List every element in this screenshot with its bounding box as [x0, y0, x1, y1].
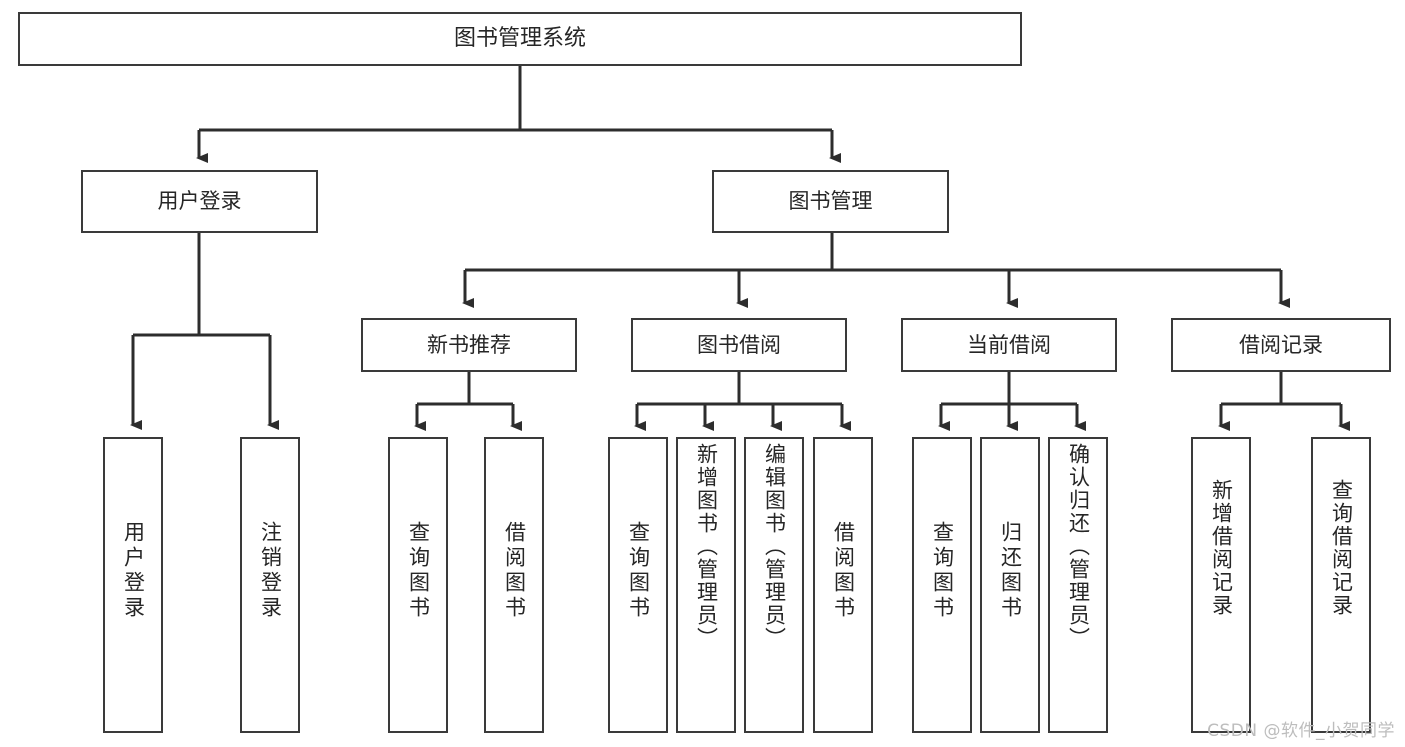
leaf-label: 确认归还（管理员） [1066, 443, 1091, 650]
node-label: 图书借阅 [697, 332, 781, 357]
leaf-book-borrow-borrow[interactable]: 借阅图书 [813, 437, 873, 733]
node-label: 借阅记录 [1239, 332, 1323, 357]
node-book-borrow[interactable]: 图书借阅 [631, 318, 847, 372]
leaf-user-login-logout[interactable]: 注销登录 [240, 437, 300, 733]
leaf-borrow-record-query[interactable]: 查询借阅记录 [1311, 437, 1371, 733]
leaf-label: 查询图书 [406, 521, 431, 621]
node-label: 用户登录 [157, 189, 242, 214]
node-label: 图书管理 [788, 189, 873, 214]
leaf-label: 新增图书（管理员） [694, 443, 719, 650]
leaf-label: 新增借阅记录 [1209, 479, 1234, 617]
leaf-current-borrow-return[interactable]: 归还图书 [980, 437, 1040, 733]
node-current-borrow[interactable]: 当前借阅 [901, 318, 1117, 372]
leaf-current-borrow-confirm-admin[interactable]: 确认归还（管理员） [1048, 437, 1108, 733]
node-root-system[interactable]: 图书管理系统 [18, 12, 1022, 66]
node-label: 新书推荐 [427, 332, 511, 357]
leaf-label: 查询图书 [930, 521, 955, 621]
leaf-new-book-query[interactable]: 查询图书 [388, 437, 448, 733]
leaf-label: 借阅图书 [831, 521, 856, 621]
node-user-login[interactable]: 用户登录 [81, 170, 318, 233]
leaf-label: 借阅图书 [502, 521, 527, 621]
leaf-user-login-login[interactable]: 用户登录 [103, 437, 163, 733]
leaf-book-borrow-add-admin[interactable]: 新增图书（管理员） [676, 437, 736, 733]
node-book-management[interactable]: 图书管理 [712, 170, 949, 233]
leaf-label: 查询借阅记录 [1329, 479, 1354, 617]
csdn-watermark: CSDN @软件_小贺同学 [1207, 721, 1395, 741]
node-label: 图书管理系统 [453, 26, 586, 52]
leaf-label: 归还图书 [998, 521, 1023, 621]
leaf-book-borrow-edit-admin[interactable]: 编辑图书（管理员） [744, 437, 804, 733]
leaf-label: 用户登录 [121, 521, 146, 621]
leaf-current-borrow-query[interactable]: 查询图书 [912, 437, 972, 733]
leaf-borrow-record-add[interactable]: 新增借阅记录 [1191, 437, 1251, 733]
leaf-book-borrow-query[interactable]: 查询图书 [608, 437, 668, 733]
node-new-book-recommend[interactable]: 新书推荐 [361, 318, 577, 372]
node-borrow-record[interactable]: 借阅记录 [1171, 318, 1391, 372]
leaf-new-book-borrow[interactable]: 借阅图书 [484, 437, 544, 733]
node-label: 当前借阅 [967, 332, 1051, 357]
leaf-label: 查询图书 [626, 521, 651, 621]
leaf-label: 编辑图书（管理员） [762, 443, 787, 650]
leaf-label: 注销登录 [258, 521, 283, 621]
